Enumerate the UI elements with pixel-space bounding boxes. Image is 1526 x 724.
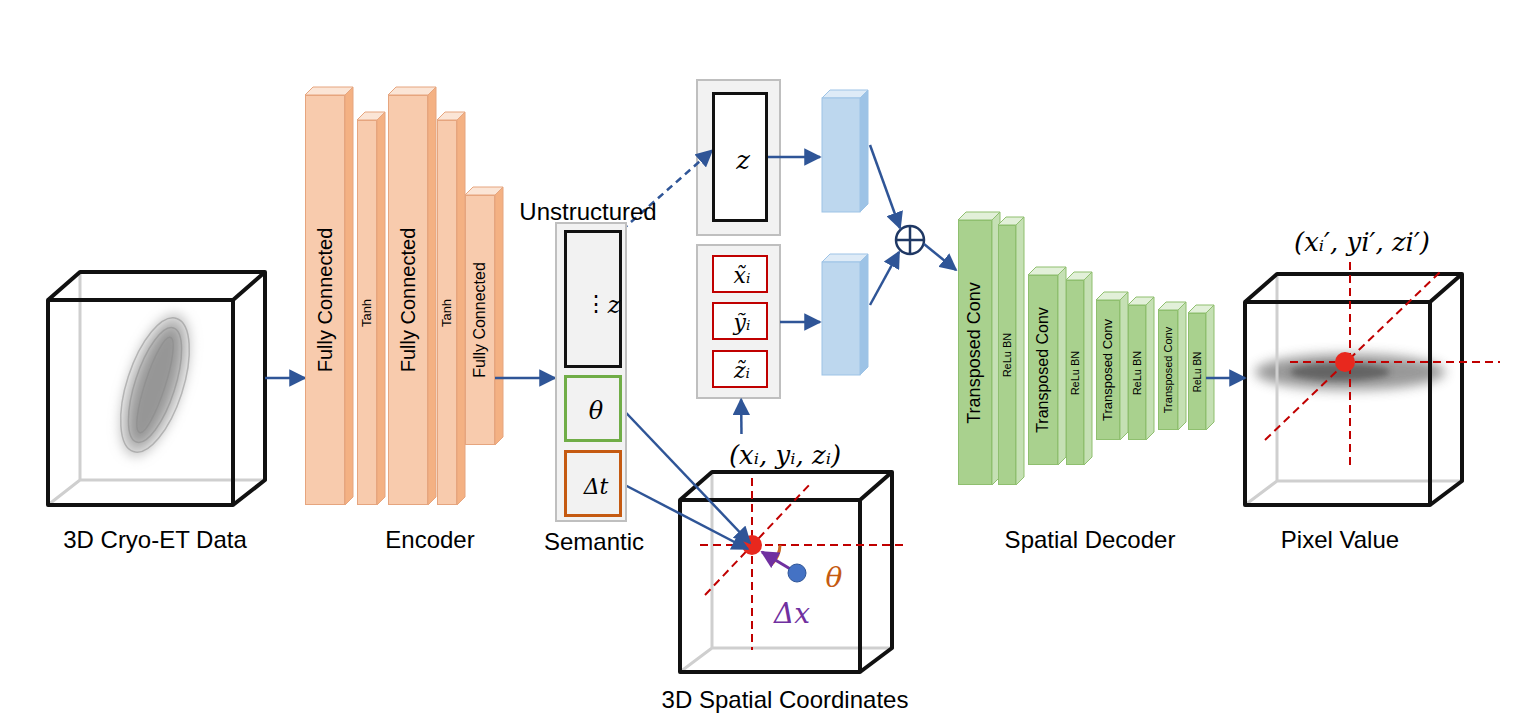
- translation-box: Δt: [564, 450, 622, 517]
- deconv-layer: Transposed Conv: [1158, 310, 1178, 430]
- fc-layer: Fully Connected: [305, 95, 345, 505]
- node-label: θ: [589, 398, 603, 424]
- layer-face: [1178, 302, 1186, 430]
- node-label: 3D Cryo-ET Data: [63, 527, 247, 553]
- node-label: 3D Spatial Coordinates: [662, 687, 909, 713]
- layer-name: ReLu BN: [1192, 351, 1203, 392]
- layer-name: ReLu BN: [1001, 333, 1013, 378]
- output-cube: [1245, 262, 1500, 505]
- layer-name: ReLu BN: [1131, 350, 1143, 395]
- node-label: ⋮: [585, 292, 607, 316]
- layer-face: [1146, 297, 1154, 440]
- node-label: Pixel Value: [1281, 527, 1399, 553]
- flow-connector: [1206, 377, 1245, 380]
- layer-name: Transposed Conv: [965, 282, 985, 423]
- node-label: z: [736, 146, 750, 175]
- fc-layer: Fully Connected: [465, 195, 495, 445]
- pixel-cube: Pixel Value: [1245, 274, 1462, 505]
- cryo-et-cube: [48, 272, 265, 505]
- layer-name: Fully Connected: [471, 262, 489, 378]
- deconv-layer: Transposed Conv: [958, 220, 992, 485]
- flow-connector: [495, 377, 555, 380]
- group-panel: [697, 80, 780, 235]
- coordinate-label: (xᵢ, yᵢ, zᵢ): [729, 441, 841, 470]
- section-label: Spatial Decoder: [1005, 527, 1176, 553]
- coordinate-box: ỹᵢ: [712, 302, 768, 340]
- node-label: z̃ᵢ: [734, 359, 750, 383]
- norm-layer: ReLu BN: [998, 225, 1016, 485]
- node-label: z: [608, 292, 621, 318]
- deconv-layer: Transposed Conv: [1028, 275, 1058, 465]
- norm-layer: ReLu BN: [1066, 280, 1084, 465]
- layer-name: ReLu BN: [1069, 350, 1081, 395]
- layer-name: Transposed Conv: [1034, 307, 1052, 433]
- layer-name: Fully Connected: [314, 228, 336, 373]
- node-label: x̃ᵢ: [734, 264, 751, 288]
- flow-connector: [622, 409, 750, 544]
- layer-face: [1058, 267, 1066, 465]
- angle-label: θ: [826, 563, 843, 594]
- section-label: Encoder: [385, 527, 474, 553]
- activation-layer: Tanh: [357, 120, 377, 505]
- layer-face: [428, 87, 436, 505]
- group-panel: [697, 245, 780, 398]
- fc-layer: Fully Connected: [388, 95, 428, 505]
- coordinate-cube: [680, 472, 905, 672]
- layer-depth: [305, 87, 1214, 505]
- layer-face: [1120, 292, 1128, 440]
- norm-layer: ReLu BN: [1128, 305, 1146, 440]
- coordinate-box: z̃ᵢ: [712, 350, 768, 388]
- layer-name: Fully Connected: [397, 228, 419, 373]
- node-label: Δt: [584, 475, 609, 499]
- layer-face: [1206, 305, 1214, 430]
- offset-label: Δx: [774, 599, 810, 630]
- activation-layer: Tanh: [437, 120, 457, 505]
- coordinate-box: x̃ᵢ: [712, 255, 768, 293]
- rotation-box: θ: [564, 375, 622, 442]
- layer-name: Tanh: [360, 298, 374, 326]
- layer-face: [377, 112, 385, 505]
- node-label: Unstructured: [519, 199, 656, 225]
- latent-box: Unstructured⋮z: [564, 230, 622, 368]
- node-label: Semantic: [544, 529, 644, 555]
- coordinate-label: (xᵢ′, yi′, zi′): [1294, 228, 1430, 257]
- sum-symbol: [896, 226, 924, 254]
- data-cube: 3D Cryo-ET Data: [48, 272, 265, 505]
- flow-connector: [740, 399, 743, 434]
- coordinate-cube: 3D Spatial Coordinates: [680, 472, 892, 672]
- semantic-panel: SemanticUnstructured⋮zθΔt: [555, 222, 627, 522]
- layer-face: [495, 187, 503, 445]
- layer-face: [345, 87, 353, 505]
- embedding-block: [822, 90, 868, 375]
- layer-name: Transposed Conv: [1162, 327, 1174, 413]
- layer-face: [1016, 217, 1024, 485]
- layer-face: [457, 112, 465, 505]
- layer-face: [1084, 272, 1092, 465]
- flow-connector: [265, 377, 305, 380]
- layer-name: Transposed Conv: [1101, 319, 1115, 421]
- node-label: ỹᵢ: [734, 311, 751, 335]
- deconv-layer: Transposed Conv: [1096, 300, 1120, 440]
- flow-arrow: [768, 145, 956, 322]
- latent-copy-box: z: [712, 92, 768, 222]
- layer-name: Tanh: [440, 298, 454, 326]
- norm-layer: ReLu BN: [1188, 313, 1206, 430]
